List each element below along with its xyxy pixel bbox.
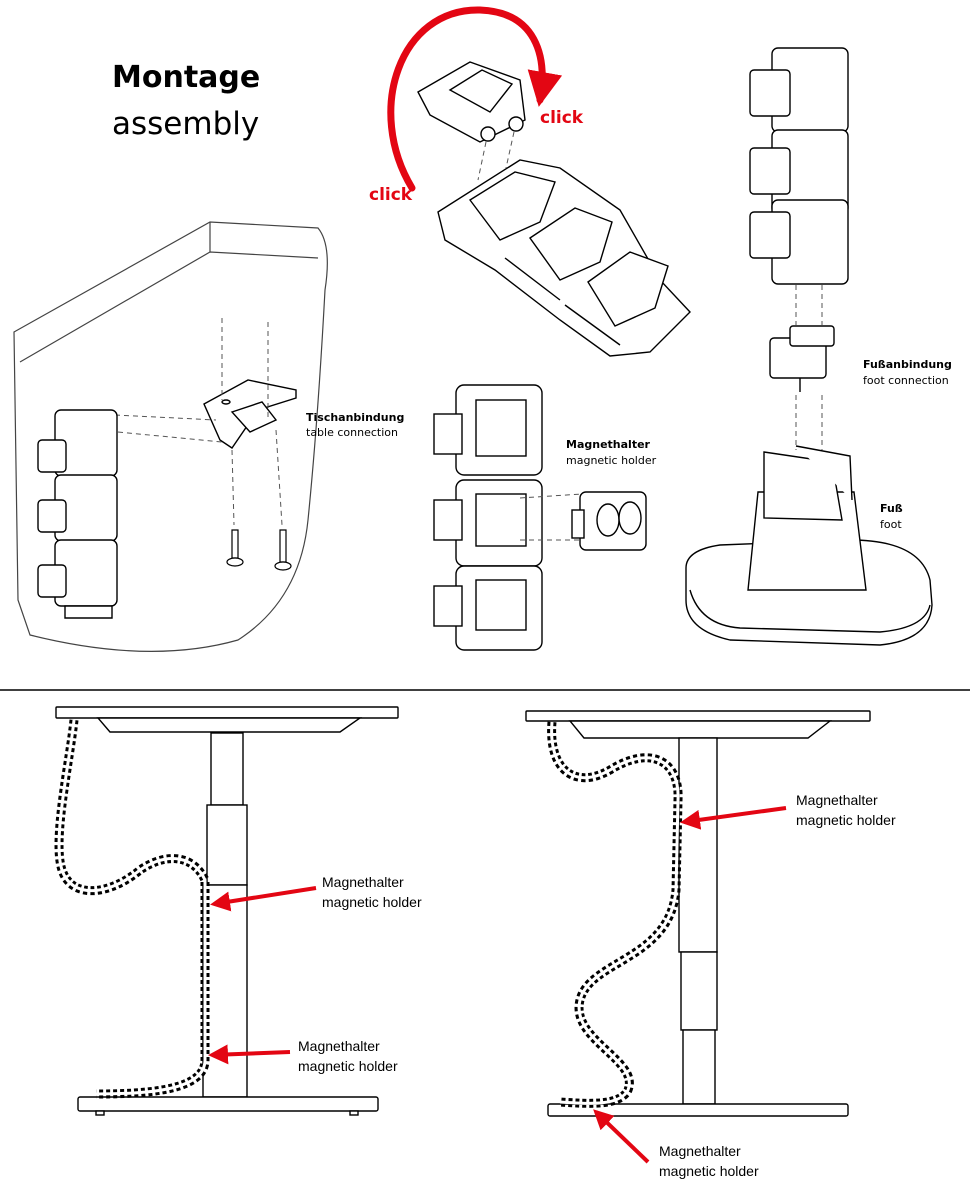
label-magnetic-holder-en: magnetic holder xyxy=(566,454,657,467)
table-connection-part xyxy=(203,379,297,449)
label-table-connection-en: table connection xyxy=(306,426,398,439)
callout-arrows xyxy=(208,806,787,1164)
foot-part xyxy=(685,445,933,646)
callout-2-de: Magnethalter xyxy=(298,1038,380,1054)
dashed-guides-mid xyxy=(477,131,515,181)
callout-2: Magnethalter magnetic holder xyxy=(298,1036,398,1076)
magnetic-holder-assembly xyxy=(433,384,647,651)
click-label-right: click xyxy=(540,108,584,128)
callout-4-de: Magnethalter xyxy=(659,1143,741,1159)
label-foot-en: foot xyxy=(880,518,902,531)
foot-connection-part xyxy=(769,325,835,392)
callout-2-en: magnetic holder xyxy=(298,1058,398,1074)
screws xyxy=(226,529,292,571)
callout-3: Magnethalter magnetic holder xyxy=(796,790,896,830)
label-magnetic-holder-de: Magnethalter xyxy=(566,438,650,451)
cable-chain-left xyxy=(54,719,210,1099)
label-foot-de: Fuß xyxy=(880,502,903,515)
title-german: Montage xyxy=(112,60,261,95)
desk-underside xyxy=(13,221,328,652)
label-foot-connection-en: foot connection xyxy=(863,374,949,387)
title-english: assembly xyxy=(112,106,260,142)
single-chain-link xyxy=(417,61,526,143)
callout-1-en: magnetic holder xyxy=(322,894,422,910)
chain-link-row xyxy=(437,159,691,357)
cable-chain-right xyxy=(547,721,683,1108)
dashed-guides-right xyxy=(795,285,823,450)
label-foot-connection-de: Fußanbindung xyxy=(863,358,952,371)
click-label-left: click xyxy=(369,185,413,205)
click-arrows xyxy=(387,6,563,192)
callout-1: Magnethalter magnetic holder xyxy=(322,872,422,912)
vertical-chain-stack xyxy=(749,47,849,285)
callout-3-de: Magnethalter xyxy=(796,792,878,808)
dashed-guides-left xyxy=(114,318,283,526)
desk-right xyxy=(525,710,871,1117)
label-table-connection-de: Tischanbindung xyxy=(306,411,405,424)
callout-1-de: Magnethalter xyxy=(322,874,404,890)
callout-3-en: magnetic holder xyxy=(796,812,896,828)
callout-4: Magnethalter magnetic holder xyxy=(659,1141,759,1181)
callout-4-en: magnetic holder xyxy=(659,1163,759,1179)
mounted-chain-segments xyxy=(37,409,118,619)
